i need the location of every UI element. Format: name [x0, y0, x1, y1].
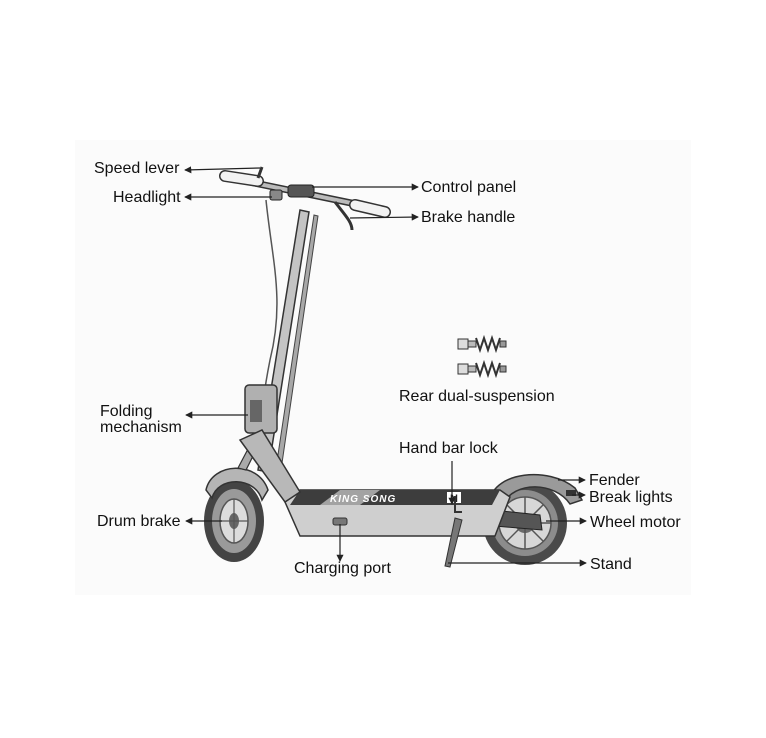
label-stand: Stand	[590, 556, 632, 573]
label-fender: Fender	[589, 472, 640, 489]
label-hand-bar-lock: Hand bar lock	[399, 440, 498, 457]
label-speed-lever: Speed lever	[94, 160, 179, 177]
label-break-lights: Break lights	[589, 489, 673, 506]
label-drum-brake: Drum brake	[97, 513, 181, 530]
label-brake-handle: Brake handle	[421, 209, 515, 226]
label-headlight: Headlight	[113, 189, 181, 206]
label-rear-dual-suspension: Rear dual-suspension	[399, 388, 555, 405]
label-control-panel: Control panel	[421, 179, 516, 196]
control-panel	[288, 185, 314, 197]
headlight-shape	[270, 190, 282, 200]
label-charging-port: Charging port	[294, 560, 391, 577]
label-folding-mechanism-line2: mechanism	[100, 419, 182, 436]
label-folding-mechanism-line1: Folding	[100, 403, 152, 420]
brand-text: KING SONG	[330, 494, 396, 505]
charging-port	[333, 518, 347, 525]
deck: KING SONG N	[285, 490, 510, 536]
label-wheel-motor: Wheel motor	[590, 514, 681, 531]
folding-mechanism	[245, 385, 277, 433]
